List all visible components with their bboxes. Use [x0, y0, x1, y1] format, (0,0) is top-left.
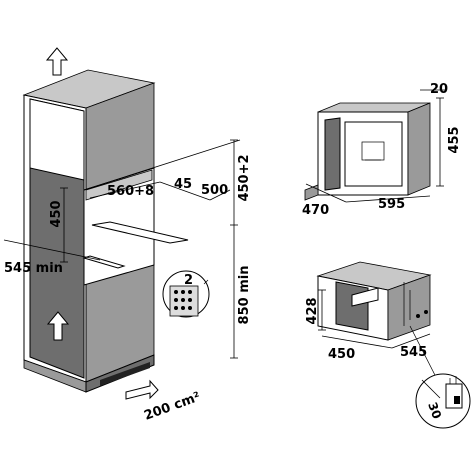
rear-width-label: 545: [400, 345, 427, 360]
socket-icon: [445, 376, 463, 409]
connection-detail-circle: [415, 373, 471, 429]
height-top-label: 450+2: [237, 154, 252, 201]
front-depth-label: 470: [302, 203, 329, 218]
gap-label: 45: [174, 177, 192, 192]
opening-width-label: 560+8: [107, 184, 154, 199]
detail-circle: [162, 270, 210, 318]
cabinet-dimension-lines: [3, 139, 241, 359]
floor-height-label: 850 min: [237, 266, 252, 325]
front-width-label: 595: [378, 197, 405, 212]
cabinet: [22, 69, 189, 393]
front-unit-dimension-lines: [305, 89, 445, 203]
min-depth-label: 545 min: [4, 261, 63, 276]
cable-length-label: 30: [425, 400, 444, 420]
top-offset-label: 20: [430, 82, 448, 97]
rear-unit: [316, 261, 432, 341]
arrow-right-icon: [125, 379, 159, 400]
arrow-up-icon: [45, 47, 69, 76]
arrow-up-icon: [46, 311, 70, 341]
rear-height-label: 428: [305, 297, 320, 324]
opening-depth-label: 500: [201, 183, 228, 198]
opening-height-label: 450: [49, 200, 64, 227]
front-unit: [304, 102, 431, 201]
detail-number-label: 2: [184, 273, 193, 288]
rear-depth-label: 450: [328, 347, 355, 362]
front-height-label: 455: [447, 126, 462, 153]
